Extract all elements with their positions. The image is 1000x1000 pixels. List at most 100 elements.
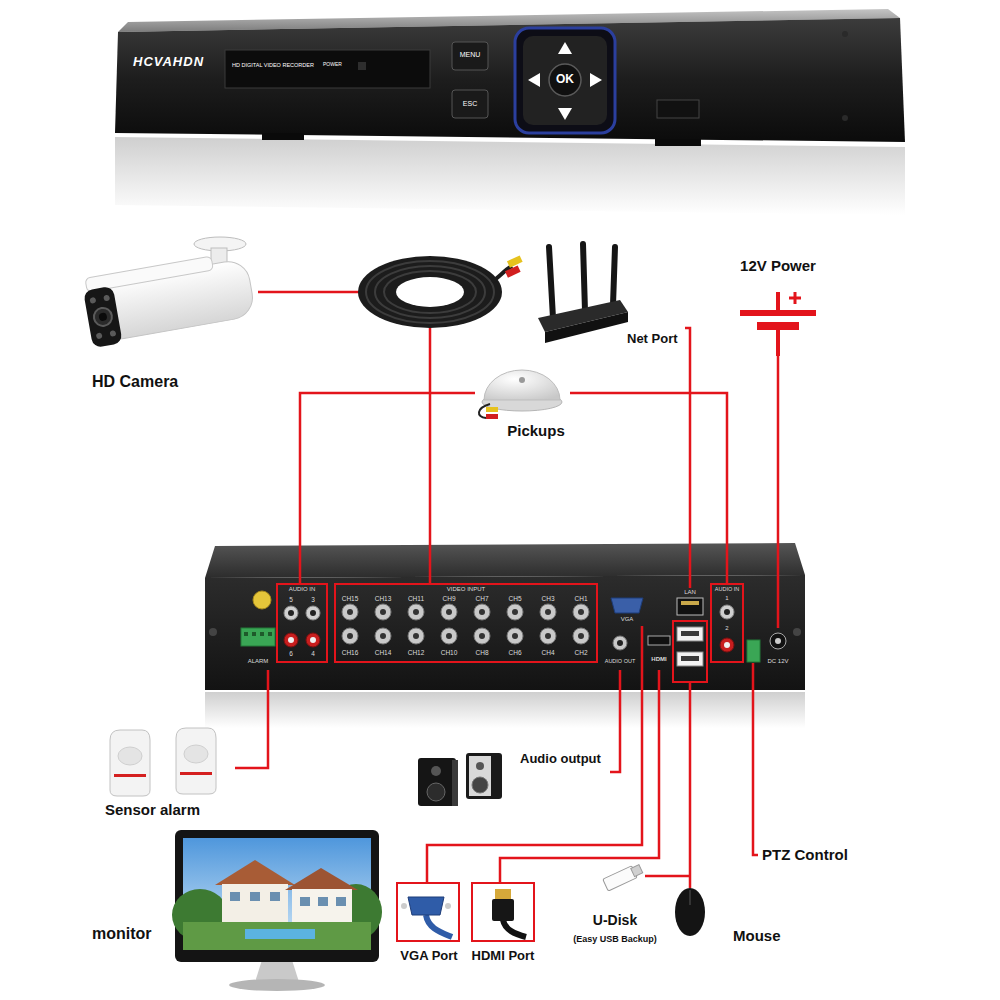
ptz-device: PTZ Control [758,844,888,866]
device-label: VGA Port [400,949,457,964]
dvr-rear-panel [205,543,805,578]
pickup-illustration [484,370,560,400]
bnc-connectors [342,628,358,644]
device-label: Sensor alarm [105,801,200,818]
channel-label: CH2 [574,649,587,656]
rear-ports [611,598,643,613]
vga-cable-illustration [397,883,459,941]
bnc-connectors [573,604,589,620]
device-label: (Easy USB Backup) [573,934,657,944]
power-symbol [740,310,816,316]
monitor-illustration [336,897,346,906]
rear-ports [681,631,699,636]
audio-in-jacks [288,610,294,616]
front-panel-text: HD DIGITAL VIDEO RECORDER [232,62,314,68]
port-group-label: AUDIO IN [715,586,739,592]
dvr-rear-panel [209,628,217,636]
usb-disk-illustration [603,863,644,891]
dvr-front-illustration [115,18,905,142]
device-label: Audio output [520,752,601,767]
router-illustration [545,312,628,343]
camera-illustration [81,250,257,348]
audio-in-jacks [284,606,298,620]
pickup-device: Pickups [475,365,570,443]
connection-wire [235,670,268,768]
pin-number: 3 [311,596,315,603]
sensor-illustration [180,772,212,775]
bnc-connectors [408,604,424,620]
device-label: monitor [92,925,152,943]
bnc-connectors [474,628,490,644]
dvr-rear-panel [205,692,805,728]
bnc-connectors [413,609,419,615]
pin-number: 6 [289,650,293,657]
rear-ports [611,598,786,682]
hdmi-cable-illustration [472,883,534,941]
bnc-connectors [441,604,457,620]
dvr-front-illustration [225,50,430,88]
connection-wire [570,393,727,583]
channel-label: CH13 [375,595,392,602]
channel-label: CH7 [475,595,488,602]
channel-label: CH11 [408,595,424,602]
dvr-front-illustration [528,73,540,87]
dvr-front-illustration [523,36,607,125]
audio-in-jacks [306,633,320,647]
channel-label: CH4 [541,649,554,656]
mouse-illustration [675,888,705,936]
speaker-illustration [452,760,458,806]
power-symbol [794,292,797,304]
audio-in-group: AUDIO IN12 [710,583,744,663]
bnc-connectors [347,609,353,615]
bnc-connectors [545,633,551,639]
port-group-label: VIDEO INPUT [447,586,485,593]
dvr-front-illustration [358,62,366,70]
cable-coil-illustration [384,271,476,313]
device-label: Net Port [627,332,678,347]
alarm-terminal [268,632,272,636]
dvr-front-illustration [452,42,488,70]
vga-cable-illustration [401,903,407,909]
monitor-illustration [245,929,315,939]
vga-cable: VGA Port [395,883,463,971]
speaker-illustration [431,766,441,776]
bnc-connectors [507,628,523,644]
rear-ports [617,640,623,646]
router-illustration [538,244,628,343]
pin-number: 4 [311,650,315,657]
bnc-connectors [342,604,589,620]
alarm-terminal [252,632,256,636]
dvr-front-illustration [655,139,701,146]
bnc-connectors [540,604,556,620]
camera-illustration [83,286,123,348]
usb-disk-illustration [603,863,644,891]
channel-label: CH15 [342,595,359,602]
dvr-front-illustration [452,90,488,118]
cable-coil-illustration [358,255,523,328]
device-label: HD Camera [92,373,178,391]
ptz-wire [753,663,758,855]
rear-ports [681,656,699,661]
sensor-illustration [184,745,208,763]
audio-in-jacks [720,638,734,652]
speaker-illustration [427,783,445,801]
channel-label: CH8 [475,649,488,656]
dvr-front-illustration [549,64,581,96]
dvr-rear-panel [205,543,805,728]
front-panel-text: POWER [323,62,342,68]
router-illustration [583,244,585,311]
bnc-connectors [342,604,589,644]
router-illustration [613,247,615,305]
usb-disk-illustration [631,865,643,877]
bnc-connectors [545,609,551,615]
button-label: MENU [460,51,481,59]
mouse-illustration [675,888,705,936]
channel-label: CH3 [541,595,554,602]
connection-wire [427,626,642,883]
speaker-illustration [418,753,502,806]
mouse-device: Mouse [675,885,790,947]
vga-cable-illustration [397,883,459,941]
dvr-front-illustration [115,137,905,215]
device-label: U-Disk [593,912,637,928]
camera-illustration [85,256,213,292]
